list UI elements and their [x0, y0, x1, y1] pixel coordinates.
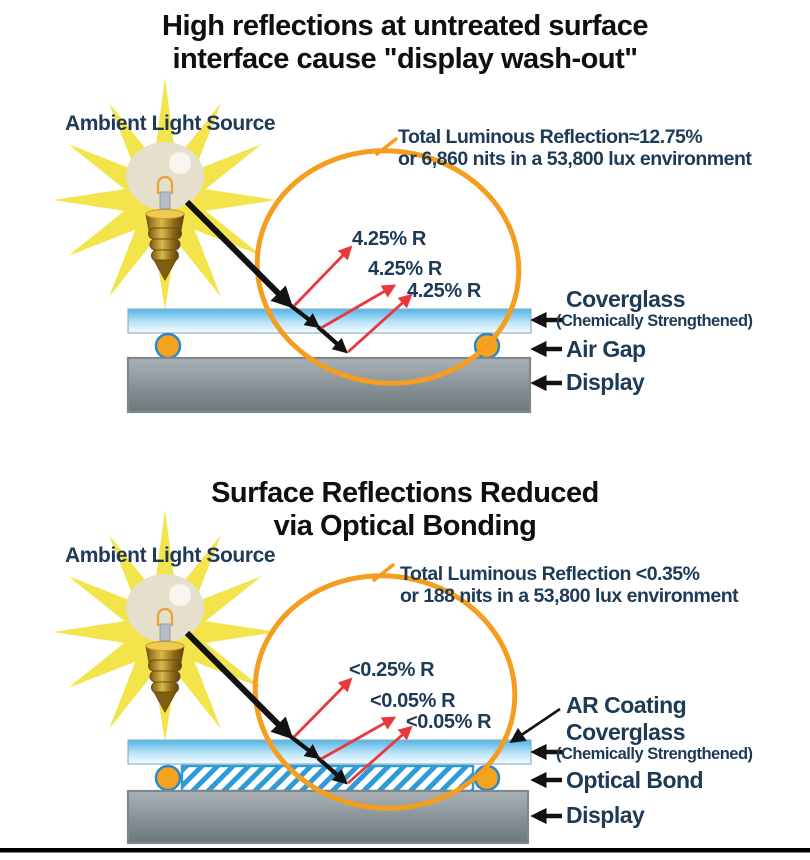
coverglass-label: Coverglass [566, 719, 686, 745]
reflection-highlight-ellipse [254, 137, 522, 386]
bottom-title-line2: via Optical Bonding [273, 510, 537, 542]
coverglass-sublabel: (Chemically Strengthened) [556, 312, 753, 330]
total-reflection-callout: Total Luminous Reflection≈12.75% or 6,86… [398, 126, 752, 170]
display-label: Display [566, 802, 645, 828]
coverglass-sublabel: (Chemically Strengthened) [556, 745, 753, 763]
display-layer [126, 789, 530, 845]
reflection-label: <0.05% R [370, 690, 456, 712]
ambient-light-source-label: Ambient Light Source [65, 544, 276, 567]
top-title: High reflections at untreated surface in… [0, 10, 810, 76]
bottom-divider [0, 848, 810, 853]
coverglass-layer [127, 739, 532, 765]
total-reflection-line1: Total Luminous Reflection≈12.75% [398, 126, 703, 148]
top-title-line2: interface cause "display wash-out" [172, 43, 638, 75]
spacer-dot [154, 332, 182, 360]
reflection-label: 4.25% R [368, 258, 442, 280]
untreated-surface-diagram [51, 76, 562, 414]
coverglass-label: Coverglass [566, 286, 686, 312]
optical-bond-layer [180, 764, 475, 793]
reflection-label: <0.05% R [406, 711, 492, 733]
ar-coating-label: AR Coating [566, 692, 687, 718]
top-title-line1: High reflections at untreated surface [162, 10, 648, 42]
incident-ray [184, 630, 348, 785]
coverglass-layer [127, 308, 532, 334]
layer-pointer-arrows [509, 707, 562, 825]
spacer-dot [154, 764, 182, 792]
total-reflection-callout: Total Luminous Reflection <0.35% or 188 … [400, 563, 739, 607]
air-gap-label: Air Gap [566, 336, 646, 362]
display-label: Display [566, 369, 645, 395]
optical-bond-label: Optical Bond [566, 767, 704, 793]
reflection-label: 4.25% R [407, 280, 481, 302]
bottom-title-line1: Surface Reflections Reduced [211, 477, 599, 509]
reflection-highlight-ellipse [252, 563, 518, 811]
reflected-rays [292, 245, 413, 354]
incident-ray [184, 199, 348, 354]
layer-pointer-arrows [530, 311, 562, 392]
ambient-light-source-label: Ambient Light Source [65, 112, 276, 135]
bottom-title: Surface Reflections Reduced via Optical … [0, 477, 810, 543]
total-reflection-line2: or 188 nits in a 53,800 lux environment [400, 585, 739, 607]
reflected-rays [293, 677, 413, 785]
reflection-label: 4.25% R [352, 228, 426, 250]
total-reflection-line2: or 6,860 nits in a 53,800 lux environmen… [398, 148, 752, 170]
reflection-label: <0.25% R [349, 659, 435, 681]
total-reflection-line1: Total Luminous Reflection <0.35% [400, 563, 700, 585]
optical-bonding-diagram [51, 508, 562, 845]
display-layer [126, 356, 532, 414]
